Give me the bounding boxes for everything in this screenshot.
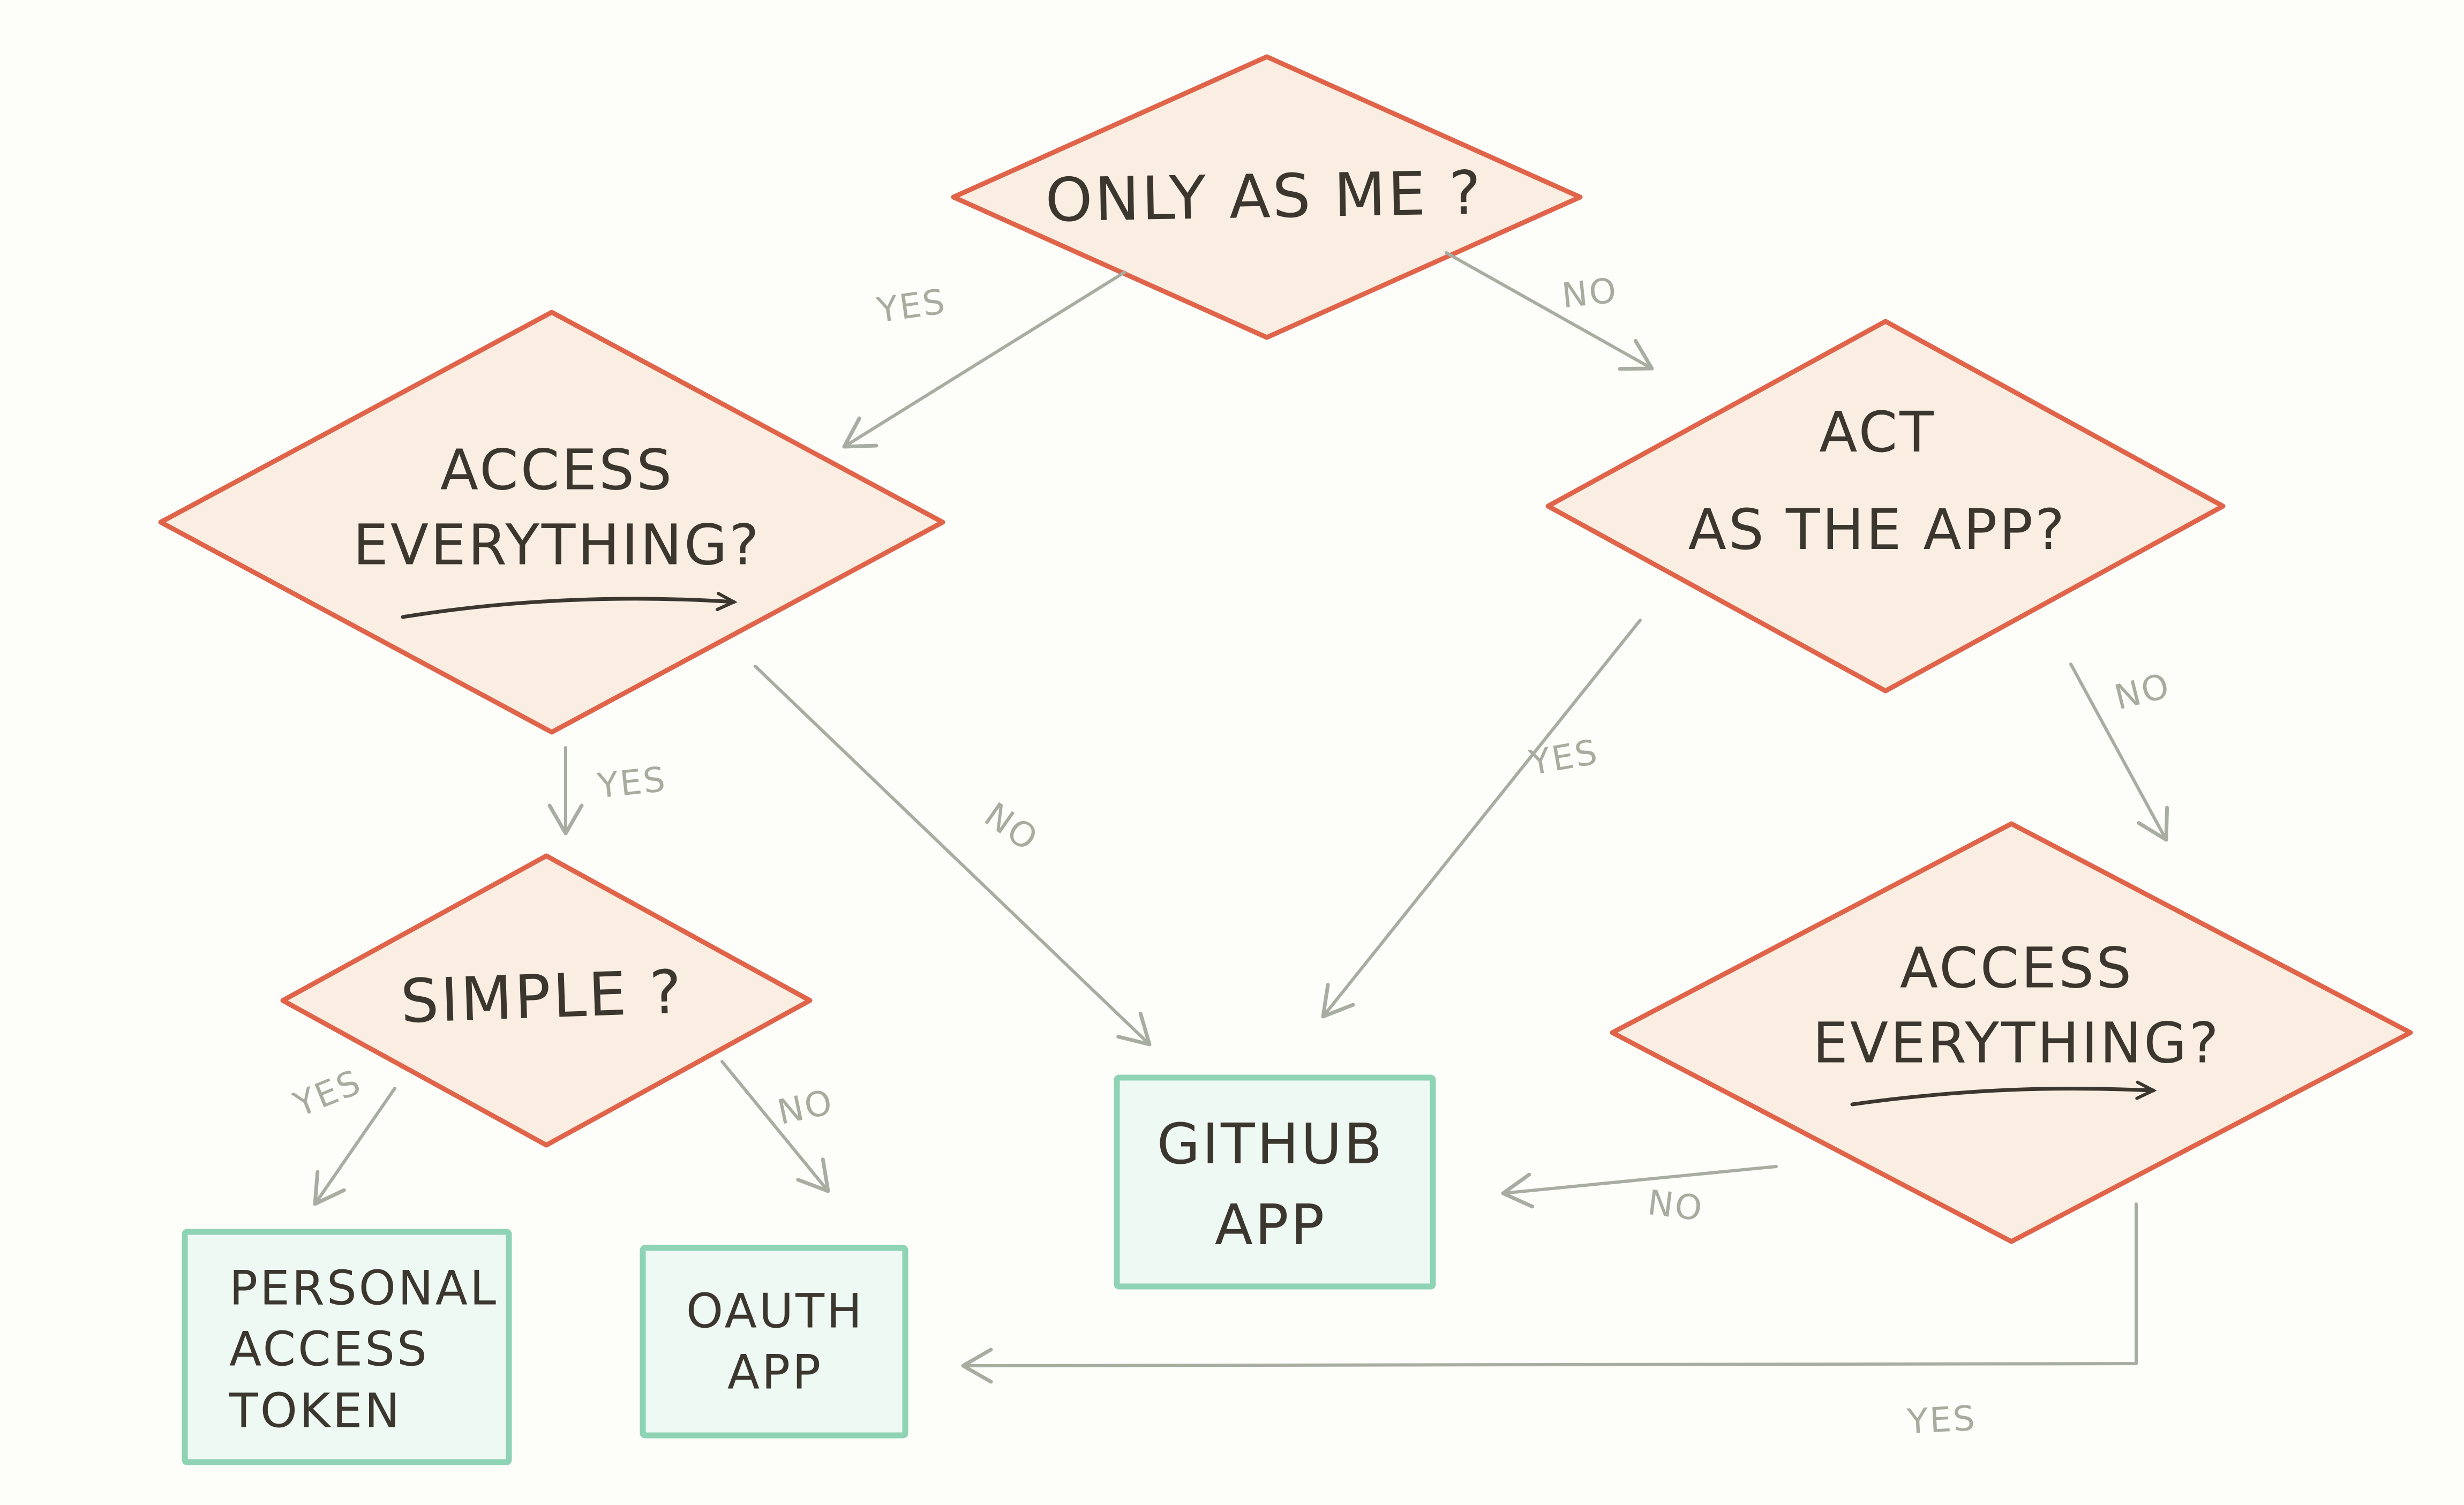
result-github-app-shape bbox=[1114, 1074, 1436, 1290]
result-personal-access-token-shape bbox=[182, 1229, 512, 1465]
underline-access-left bbox=[401, 592, 738, 619]
result-oauth-app-shape bbox=[640, 1245, 908, 1439]
node-simple-label: SIMPLE ? bbox=[399, 957, 685, 1037]
edge-access-right-no-label: NO bbox=[1645, 1183, 1706, 1230]
edge-access-left-no-arrow bbox=[754, 665, 1152, 1047]
edge-only-as-me-no-arrow bbox=[1445, 251, 1654, 371]
edge-simple-no-arrow bbox=[720, 1060, 830, 1193]
edge-only-as-me-yes-label: YES bbox=[874, 282, 949, 331]
decision-act-as-the-app-shape bbox=[1545, 319, 2226, 694]
decision-simple-shape bbox=[280, 853, 813, 1148]
edge-access-right-yes-label: YES bbox=[1906, 1398, 1978, 1442]
edge-access-right-no-arrow bbox=[1501, 1165, 1778, 1209]
edge-only-as-me-no-label: NO bbox=[1560, 270, 1620, 317]
node-only-as-me-label: ONLY AS ME ? bbox=[1045, 158, 1484, 236]
node-act-as-the-app-label: ACT AS THE APP? bbox=[1688, 400, 2067, 562]
edge-act-no-arrow bbox=[2069, 663, 2169, 842]
edge-simple-yes-arrow bbox=[313, 1087, 396, 1206]
edge-act-yes-arrow bbox=[1321, 619, 1642, 1019]
node-personal-access-token-label: PERSONAL ACCESS TOKEN bbox=[229, 1260, 498, 1439]
edge-only-as-me-yes-arrow bbox=[842, 270, 1126, 449]
decision-access-everything-right-shape bbox=[1610, 821, 2413, 1244]
node-access-everything-left-label: ACCESS EVERYTHING? bbox=[353, 437, 761, 578]
decision-access-everything-left-shape bbox=[158, 310, 945, 735]
edge-access-left-yes-label: YES bbox=[595, 759, 669, 807]
node-access-everything-right-label: ACCESS EVERYTHING? bbox=[1813, 935, 2221, 1076]
node-github-app-label: GITHUB APP bbox=[1156, 1111, 1385, 1258]
node-oauth-app-label: OAUTH APP bbox=[686, 1283, 865, 1400]
edge-access-right-yes-arrow bbox=[961, 1202, 2138, 1384]
decision-only-as-me-shape bbox=[951, 54, 1583, 340]
underline-access-right bbox=[1850, 1080, 2157, 1107]
